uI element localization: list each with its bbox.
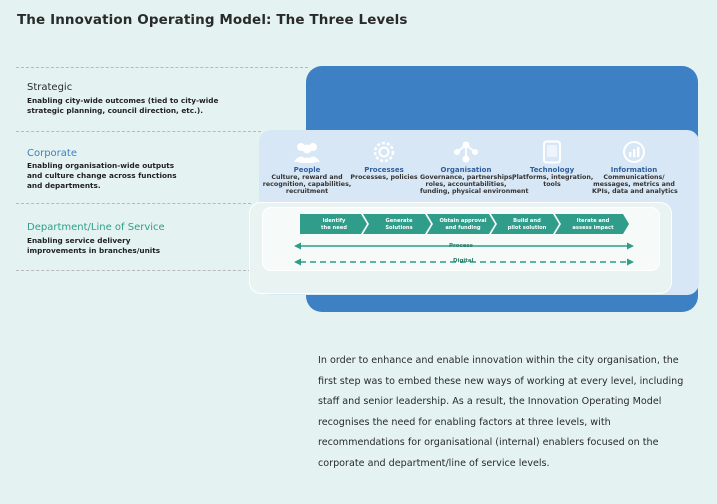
- enabler-information-desc: Communications/ messages, metrics and KP…: [592, 174, 678, 195]
- process-arrow-right-head: [627, 242, 634, 250]
- digital-arrow-right-head: [627, 258, 634, 266]
- divider-department: [16, 203, 251, 204]
- enabler-people-desc: Culture, reward and recognition, capabil…: [262, 174, 352, 195]
- analytics-icon: [623, 141, 645, 163]
- digital-arrow-left-head: [294, 258, 301, 266]
- level-corporate-name: Corporate: [27, 148, 77, 159]
- enabler-information-title: Information: [610, 166, 658, 174]
- level-department-desc: Enabling service delivery improvements i…: [27, 236, 161, 255]
- enabler-people: People Culture, reward and recognition, …: [262, 140, 352, 195]
- process-flow-label: Process: [449, 243, 474, 249]
- divider-strategic: [16, 67, 308, 68]
- process-step-5-shape: [555, 214, 629, 234]
- enabler-processes-desc: Processes, policies: [350, 174, 418, 181]
- enabler-organisation-desc: Governance, partnerships, roles, account…: [420, 174, 529, 195]
- enabler-organisation: Organisation Governance, partnerships, r…: [420, 140, 529, 195]
- body-paragraph: In order to enhance and enable innovatio…: [318, 355, 684, 469]
- enabler-people-title: People: [293, 166, 321, 174]
- digital-flow-label: Digital: [453, 258, 474, 264]
- process-step-4-shape: [491, 214, 559, 234]
- page-title: The Innovation Operating Model: The Thre…: [17, 12, 408, 28]
- level-department-name: Department/Line of Service: [27, 222, 165, 233]
- people-icon: [294, 143, 320, 163]
- org-chart-icon: [454, 141, 478, 163]
- process-step-1-shape: [300, 214, 367, 234]
- level-corporate-desc: Enabling organisation-wide outputs and c…: [27, 161, 177, 190]
- tablet-icon: [543, 140, 561, 164]
- enabler-processes-title: Processes: [364, 166, 404, 174]
- flow-arrows: [294, 242, 634, 266]
- gear-icon: [373, 141, 395, 163]
- process-arrow-left-head: [294, 242, 301, 250]
- process-step-3-shape: [427, 214, 495, 234]
- enabler-technology-desc: Platforms, integration, tools: [512, 174, 594, 188]
- enabler-processes: Processes Processes, policies: [349, 140, 419, 181]
- enabler-technology: Technology Platforms, integration, tools: [512, 140, 594, 188]
- enabler-organisation-title: Organisation: [440, 166, 492, 174]
- divider-bottom: [16, 270, 251, 271]
- enabler-technology-title: Technology: [529, 166, 575, 174]
- level-strategic-desc: Enabling city-wide outcomes (tied to cit…: [27, 96, 219, 115]
- process-step-2-shape: [363, 214, 431, 234]
- level-strategic-name: Strategic: [27, 82, 73, 93]
- divider-corporate: [16, 131, 261, 132]
- enabler-information: Information Communications/ messages, me…: [592, 140, 678, 195]
